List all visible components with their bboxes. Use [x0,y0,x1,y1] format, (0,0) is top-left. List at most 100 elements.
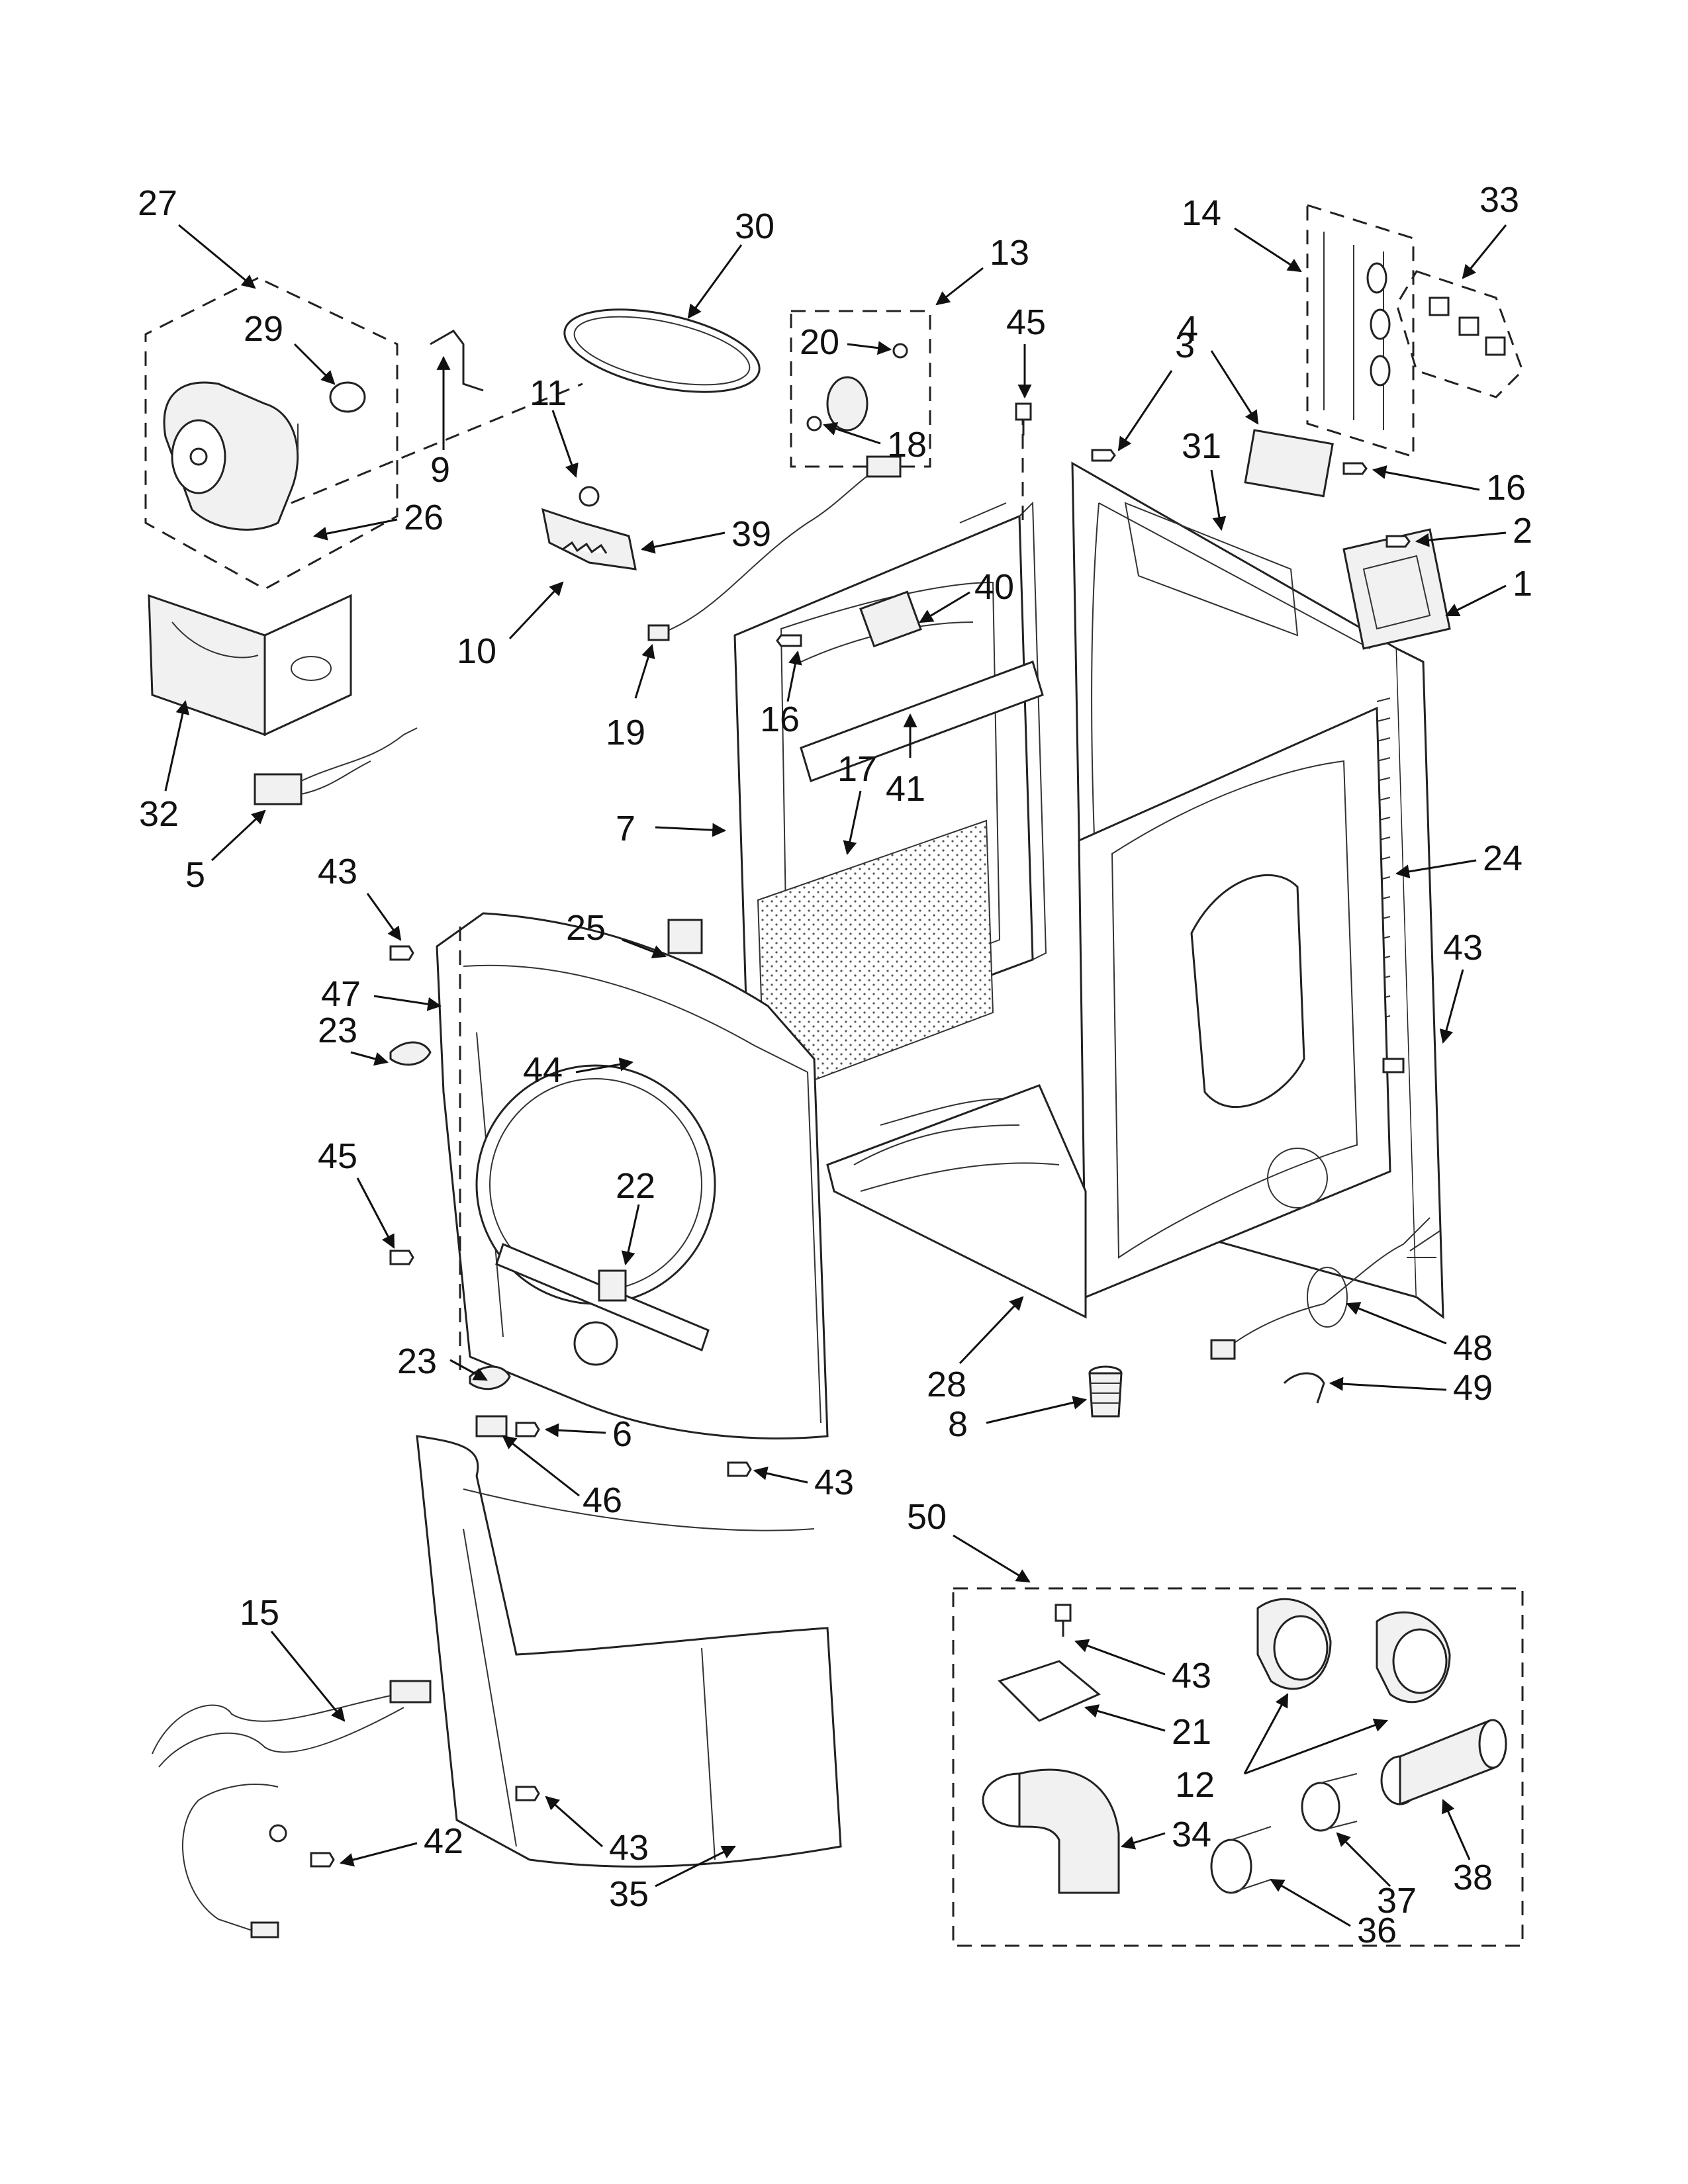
vent-cover-plate [998,1660,1101,1722]
leader-23-lower [449,1359,488,1381]
leader-27 [178,224,256,289]
callout-43-right: 43 [1443,928,1483,968]
idler-pulley-washer [892,343,908,359]
callout-43-front-bottom: 43 [814,1463,854,1502]
strain-relief-kit-dashed-outline [1395,270,1524,398]
leader-43-front-bottom [753,1466,808,1484]
callout-10: 10 [457,631,496,671]
drive-belt [563,308,761,393]
leader-3 [1117,370,1173,451]
callout-41: 41 [886,769,925,809]
access-panel [1342,528,1451,650]
screw-6 [515,1422,540,1437]
leader-4 [1210,350,1259,425]
callout-31: 31 [1182,426,1221,466]
leader-49 [1329,1377,1447,1391]
leader-20 [847,341,892,355]
leader-7 [655,823,727,837]
callout-45-front: 45 [318,1136,357,1176]
callout-23-lower: 23 [397,1342,437,1381]
callout-34: 34 [1172,1815,1211,1854]
door-switch-plug [866,455,902,478]
screw-43-right [1382,1058,1405,1073]
leader-10 [508,581,564,640]
filter-housing-plug [667,919,703,954]
vent-hood-right [1376,1611,1451,1704]
callout-labels: 27 29 9 26 32 5 30 11 10 39 13 20 18 19 … [138,180,1532,1950]
callout-40: 40 [974,567,1014,607]
drive-belt-inner [573,316,751,386]
callout-26: 26 [404,498,444,537]
callout-47: 47 [321,974,361,1014]
callout-16-right: 16 [1486,468,1526,508]
screw-16-right [1342,462,1368,475]
screw-43-front-bottom [727,1461,752,1477]
callout-9: 9 [430,450,450,490]
door-catch [598,1269,627,1302]
callout-27: 27 [138,183,177,223]
leader-22 [621,1204,640,1266]
callout-48: 48 [1453,1328,1493,1368]
leader-12-right [1244,1718,1388,1775]
leader-1 [1445,584,1507,617]
cord-clamp-49 [1283,1372,1325,1404]
vent-elbow [982,1768,1120,1894]
leader-44 [575,1057,634,1073]
callout-28: 28 [927,1365,966,1404]
screw-2 [1385,535,1411,548]
callout-7: 7 [616,809,635,848]
leader-36 [1270,1878,1351,1927]
motor-assembly-dashed-outline [144,277,399,590]
leader-32 [164,700,190,792]
terminal-kit-dashed-outline [1306,203,1415,459]
callout-45-top: 45 [1006,302,1046,342]
leader-28 [959,1296,1024,1365]
callout-29: 29 [244,309,283,349]
clip-23-upper [389,1041,432,1066]
callout-25: 25 [566,908,606,948]
leader-23-upper [350,1051,389,1066]
callout-5: 5 [185,855,205,895]
leader-33 [1462,224,1507,279]
callout-43-front-top: 43 [318,852,357,891]
callout-1: 1 [1513,564,1532,604]
leader-43-vent [1074,1639,1166,1676]
callout-43-toe-kick: 43 [609,1828,649,1868]
callout-39: 39 [731,514,771,554]
callout-12: 12 [1175,1765,1215,1805]
leader-40 [919,591,970,623]
callout-44: 44 [523,1050,563,1090]
leader-18 [823,422,881,445]
leader-43-front-top [366,893,402,941]
leader-16-right [1372,465,1480,491]
motor-assembly-group [144,277,484,590]
callout-32: 32 [139,794,179,834]
leader-12-left [1243,1693,1289,1774]
leader-5 [211,809,266,862]
callout-43-vent: 43 [1172,1656,1211,1696]
vent-connector-37 [1301,1773,1358,1832]
motor-clamp [430,330,484,392]
leader-43-toe-kick [545,1796,603,1848]
strain-relief-parts [1429,296,1506,356]
screw-43-vent [1055,1604,1072,1637]
leader-lines [164,224,1507,1927]
callout-2: 2 [1513,511,1532,551]
leader-24 [1395,859,1477,879]
callout-49: 49 [1453,1368,1493,1408]
callout-33: 33 [1479,180,1519,220]
callout-15: 15 [240,1593,279,1633]
motor-mount-bracket [148,594,352,737]
leader-8 [986,1396,1088,1424]
screw-42 [310,1852,335,1868]
wire-harness [152,1680,432,1938]
leader-30 [687,244,743,319]
leader-45-front [356,1177,395,1249]
hinge-bracket-46 [475,1415,508,1437]
power-cord [1210,1217,1440,1360]
idler-spring [562,541,608,554]
motor-shaft-centerline [291,383,583,504]
leader-21 [1084,1704,1166,1732]
callout-22: 22 [616,1166,655,1206]
